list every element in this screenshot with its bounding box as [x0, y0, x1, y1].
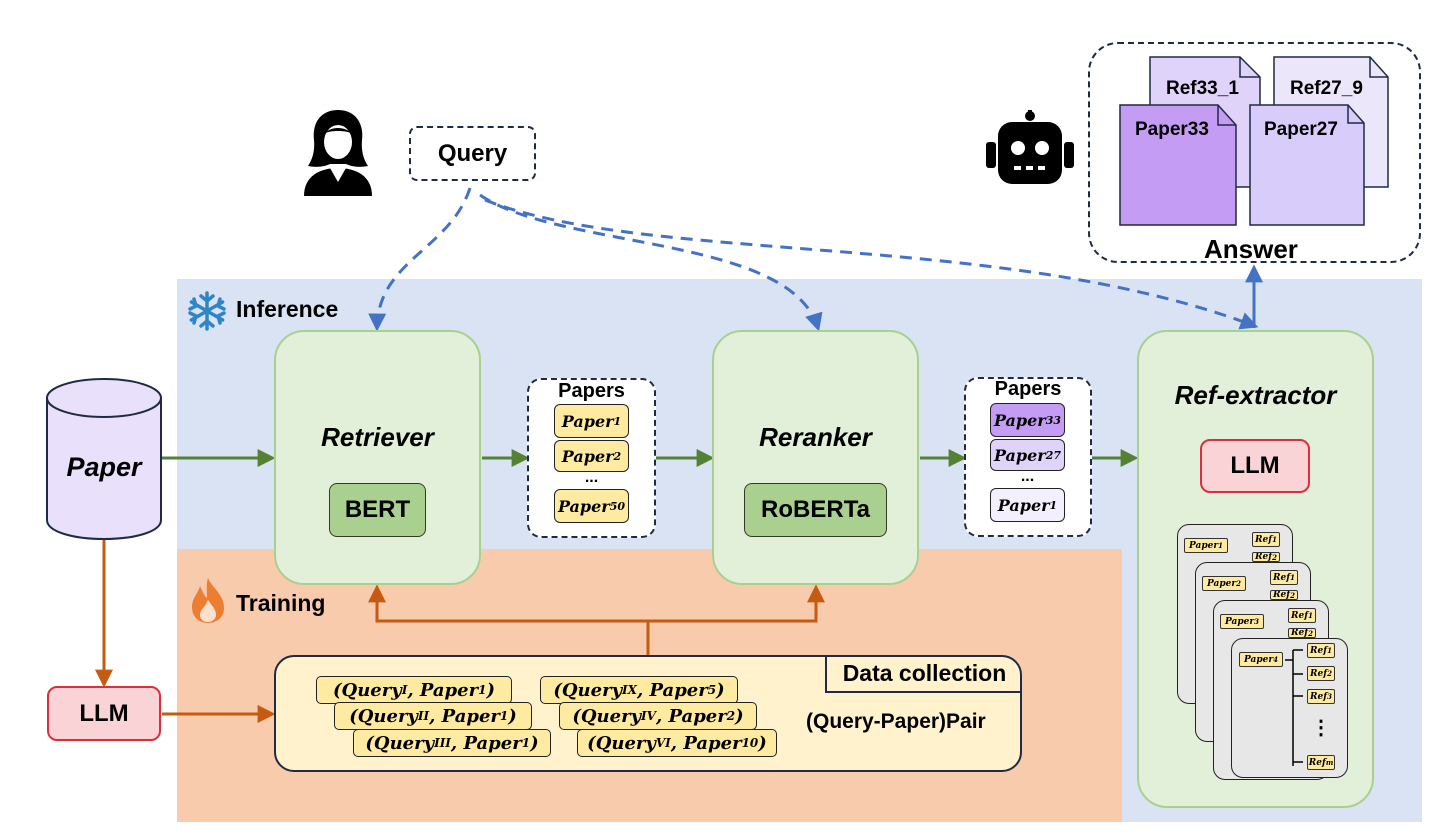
- data-collection-title: Data collection: [825, 655, 1022, 693]
- paper27-doc-shape: [1249, 104, 1365, 226]
- roberta-label: RoBERTa: [761, 496, 870, 523]
- answer-doc-ref27: Ref27_9: [1290, 78, 1363, 99]
- bert-label: BERT: [344, 496, 411, 523]
- arrow-query-to-refextractor: [484, 198, 1259, 330]
- answer-doc-paper33: Paper33: [1135, 119, 1209, 140]
- retrieved-papers-ellipsis: ...: [584, 469, 599, 486]
- retrieved-papers-title: Papers: [558, 379, 625, 402]
- llm-generator: LLM: [47, 686, 161, 741]
- fire-icon: [192, 578, 224, 623]
- retriever-label: Retriever: [321, 422, 434, 452]
- paper-database-label: Paper: [66, 452, 142, 482]
- inference-label: Inference: [236, 296, 339, 322]
- answer-documents: [1119, 56, 1389, 226]
- reranker-model-roberta: RoBERTa: [744, 483, 887, 537]
- query-label: Query: [437, 139, 508, 167]
- answer-doc-ref33: Ref33_1: [1166, 78, 1239, 99]
- retriever-module: [274, 330, 481, 585]
- user-icon: [304, 110, 372, 196]
- snowflake-icon: [188, 291, 226, 331]
- ref-card-4-ellipsis: ⋮: [1311, 716, 1331, 739]
- ref-extractor-llm: LLM: [1200, 439, 1310, 493]
- retriever-model-bert: BERT: [329, 483, 426, 537]
- llm-generator-label: LLM: [79, 699, 129, 727]
- reranked-papers-ellipsis: ...: [1020, 468, 1035, 485]
- ref-extractor-label: Ref-extractor: [1174, 380, 1337, 410]
- reranker-label: Reranker: [759, 422, 872, 452]
- paper-database-icon: [46, 378, 162, 541]
- query-box: Query: [409, 126, 536, 181]
- arrow-query-to-reranker: [479, 193, 823, 332]
- ref-extractor-llm-label: LLM: [1230, 452, 1280, 479]
- reranker-module: [712, 330, 919, 585]
- answer-doc-paper27: Paper27: [1264, 119, 1338, 140]
- arrow-query-to-retriever: [368, 187, 472, 332]
- arrow-datacollection-to-reranker: [648, 584, 825, 623]
- paper33-doc-shape: [1119, 104, 1237, 226]
- answer-label: Answer: [1204, 234, 1298, 264]
- robot-icon: [986, 110, 1074, 184]
- ref-card-4-brace: [1285, 649, 1303, 766]
- training-label: Training: [236, 590, 326, 616]
- pair-label: (Query-Paper)Pair: [806, 710, 986, 733]
- reranked-papers-title: Papers: [994, 377, 1062, 400]
- arrow-datacollection-feedback: [368, 584, 650, 655]
